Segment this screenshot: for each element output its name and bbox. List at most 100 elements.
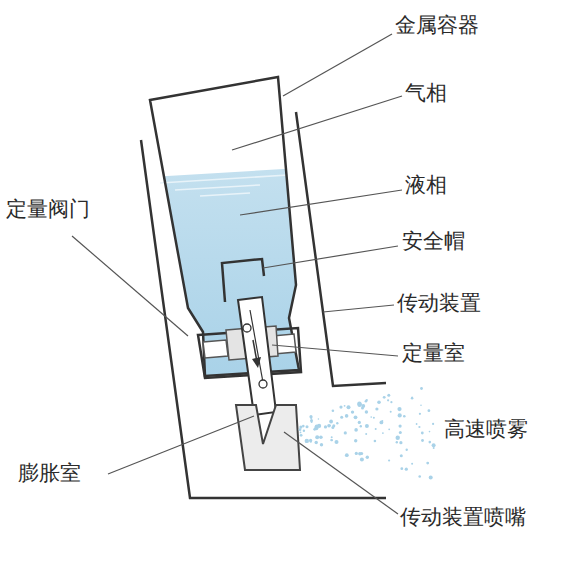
spray-dot — [429, 441, 432, 444]
spray-dot — [357, 402, 361, 406]
spray-dot — [387, 394, 390, 397]
spray-dot — [397, 407, 401, 411]
spray-dot — [340, 416, 343, 419]
spray-dot — [426, 462, 429, 465]
spray-dot — [375, 428, 377, 430]
part-label: 膨胀室 — [18, 460, 81, 487]
spray-dot — [335, 440, 339, 444]
gas-phase — [150, 77, 299, 376]
spray-dot — [420, 387, 423, 390]
spray-dot — [382, 432, 384, 434]
spray-dot — [361, 407, 364, 410]
spray-dot — [347, 405, 351, 409]
spray-dot — [358, 452, 362, 456]
actuator-nozzle — [236, 405, 300, 470]
spray-dot — [331, 436, 333, 438]
spray-dot — [299, 426, 302, 429]
spray-dot — [309, 415, 312, 418]
spray-dot — [330, 439, 332, 441]
spray-dot — [318, 418, 320, 420]
spray-dot — [375, 407, 378, 410]
spray-dot — [360, 458, 364, 462]
spray-dot — [411, 397, 414, 400]
spray-dot — [313, 428, 316, 431]
spray-dot — [421, 439, 424, 442]
spray-dot — [319, 435, 323, 439]
liquid-phase — [150, 77, 299, 376]
spray-dot — [351, 410, 354, 413]
spray-dot — [344, 405, 346, 407]
spray-dot — [433, 447, 435, 449]
spray-dot — [406, 449, 408, 451]
spray-dot — [418, 426, 420, 428]
metal-container — [150, 77, 299, 376]
spray-dot — [332, 409, 335, 412]
spray-dot — [365, 410, 368, 413]
spray-dot — [354, 439, 357, 442]
spray-dot — [428, 409, 431, 412]
spray-dot — [377, 401, 381, 405]
spray-dot — [354, 415, 358, 419]
spray-dot — [388, 459, 390, 461]
spray-dot — [317, 424, 321, 428]
spray-dot — [310, 441, 312, 443]
spray-dot — [299, 428, 302, 431]
spray-dot — [355, 452, 358, 455]
spray-dot — [309, 439, 312, 442]
part-label: 安全帽 — [402, 228, 465, 255]
spray-dot — [388, 428, 390, 430]
spray-dot — [405, 468, 408, 471]
valve-stem — [238, 297, 276, 415]
actuator-housing — [296, 112, 386, 386]
spray-dot — [396, 436, 400, 440]
spray-dot — [400, 467, 403, 470]
spray-dot — [399, 441, 402, 444]
part-label: 定量室 — [402, 340, 465, 367]
spray-dot — [329, 425, 331, 427]
spray-dot — [310, 419, 313, 422]
spray-dot — [305, 439, 309, 443]
spray-dot — [396, 441, 398, 443]
spray-dot — [429, 431, 431, 433]
spray-dot — [306, 425, 309, 428]
spray-dot — [336, 422, 338, 424]
spray-dots — [299, 387, 436, 480]
part-label: 金属容器 — [395, 12, 479, 39]
spray-dot — [416, 423, 418, 425]
spray-dot — [420, 405, 422, 407]
spray-dot — [365, 424, 369, 428]
stem-hole — [259, 380, 267, 388]
spray-dot — [365, 400, 368, 403]
spray-dot — [358, 421, 361, 424]
spray-dot — [419, 413, 421, 415]
part-label: 定量阀门 — [6, 196, 90, 223]
spray-dot — [345, 414, 349, 418]
spray-dot — [327, 424, 331, 428]
spray-dot — [300, 434, 303, 437]
spray-dot — [315, 435, 319, 439]
spray-dot — [339, 406, 342, 409]
part-label: 传动装置 — [397, 290, 481, 317]
flow-arrow — [252, 357, 261, 368]
spray-dot — [324, 425, 327, 428]
valve-seal — [203, 340, 228, 358]
leader-line — [72, 34, 402, 514]
spray-dot — [344, 431, 347, 434]
spray-dot — [374, 440, 377, 443]
part-label: 传动装置喷嘴 — [400, 504, 528, 531]
spray-dot — [390, 401, 392, 403]
spray-dot — [382, 420, 384, 422]
stem-hole — [243, 324, 251, 332]
spray-dot — [315, 441, 318, 444]
spray-dot — [398, 413, 402, 417]
spray-dot — [390, 411, 392, 413]
part-label: 高速喷雾 — [444, 416, 528, 443]
spray-dot — [411, 463, 413, 465]
spray-dot — [354, 428, 358, 432]
spray-dot — [331, 439, 333, 441]
spray-dot — [421, 432, 424, 435]
spray-dot — [300, 432, 302, 434]
spray-dot — [345, 453, 349, 457]
part-label: 液相 — [405, 172, 447, 199]
spray-dot — [329, 420, 333, 424]
